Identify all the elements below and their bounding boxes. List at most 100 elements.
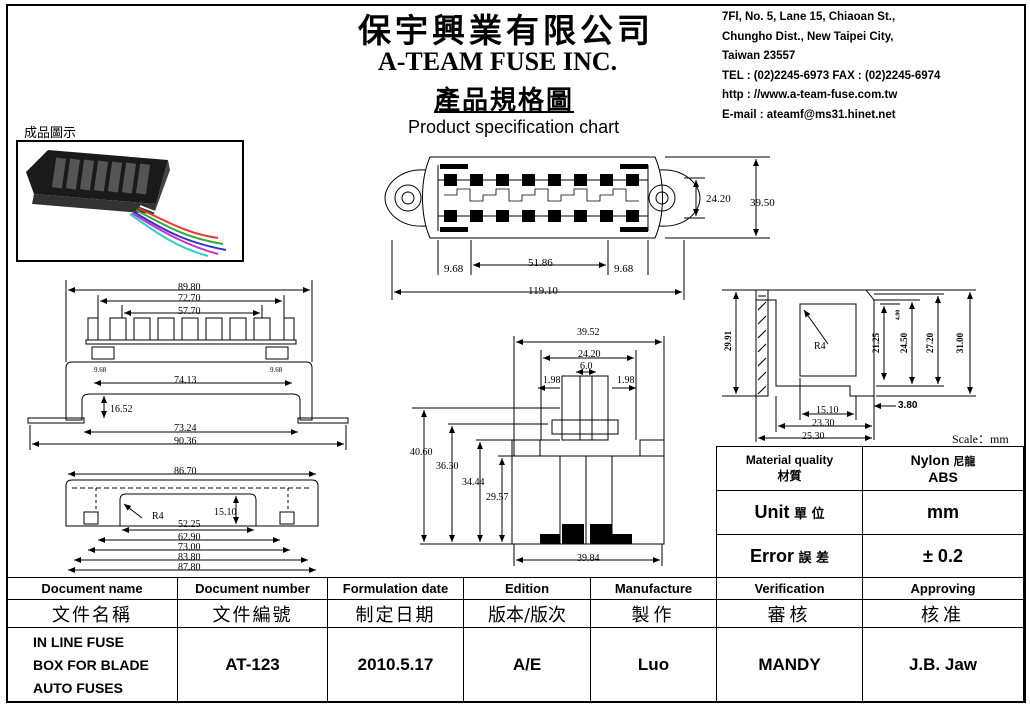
dim-label: 57.70	[178, 306, 201, 317]
dim-label: 62.90	[178, 532, 201, 543]
error-label-cn: 誤 差	[798, 550, 829, 566]
dim-label: 83.80	[178, 552, 201, 563]
dim-label: 29.91	[723, 330, 734, 352]
doc-header-manufacture-cn: 製作	[590, 599, 717, 628]
dim-label: 9.68	[94, 366, 107, 374]
dim-label: 39.52	[577, 327, 600, 338]
dim-label: 51.86	[528, 257, 553, 269]
dim-label: 73.00	[178, 542, 201, 553]
section-view-drawing	[755, 289, 875, 397]
unit-label-cn: 單 位	[793, 507, 825, 522]
dim-label: 74.13	[174, 375, 197, 386]
doc-value-date: 2010.5.17	[327, 627, 464, 703]
material-value-2: ABS	[928, 469, 958, 485]
dim-label: 15.10	[816, 405, 839, 416]
dim-label: 31.00	[955, 332, 966, 354]
unit-value: mm	[862, 490, 1024, 535]
doc-header-edition-cn: 版本/版次	[463, 599, 591, 628]
top-view-drawing	[384, 156, 701, 239]
bottom-view-drawing	[65, 479, 319, 527]
doc-header-approving-cn: 核准	[862, 599, 1024, 628]
address-line: Taiwan 23557	[722, 50, 796, 62]
doc-header-date: Formulation date	[327, 577, 464, 600]
dim-label: 90.36	[174, 436, 197, 447]
doc-header-name-cn: 文件名稱	[6, 599, 178, 628]
dim-label: 9.68	[614, 263, 634, 275]
fuse-box-illustration	[26, 150, 231, 257]
address-line: 7Fl, No. 5, Lane 15, Chiaoan St.,	[722, 11, 896, 23]
dim-label: 24.50	[899, 332, 910, 354]
dim-label: 52.25	[178, 519, 201, 530]
dim-label: 36.30	[436, 461, 459, 472]
dim-label: 29.57	[486, 492, 509, 503]
dim-label: 16.52	[110, 404, 133, 415]
address-line: TEL : (02)2245-6973 FAX : (02)2245-6974	[722, 69, 941, 82]
dim-label: 9.68	[270, 366, 283, 374]
address-line: http : //www.a-team-fuse.com.tw	[722, 89, 898, 101]
title-cn: 產品規格圖	[434, 86, 575, 116]
doc-header-approving: Approving	[862, 577, 1024, 600]
error-label-en: Error	[750, 545, 795, 566]
material-value-1: Nylon	[910, 452, 950, 468]
dim-label: 4.80	[895, 309, 902, 321]
error-label-cell: Error 誤 差	[716, 534, 863, 578]
dim-label: 73.24	[174, 423, 197, 434]
dim-label: 40.60	[410, 447, 433, 458]
unit-label-cell: Unit 單 位	[716, 490, 863, 535]
dim-label: 34.44	[462, 477, 485, 488]
material-label-en: Material quality	[745, 453, 834, 467]
dim-label: 89.80	[178, 282, 201, 293]
side-view-drawing	[511, 375, 665, 545]
doc-header-verification: Verification	[716, 577, 863, 600]
doc-header-manufacture: Manufacture	[590, 577, 717, 600]
dim-label: 119.10	[528, 285, 558, 297]
product-photo-label: 成品圖示	[24, 126, 77, 141]
dim-label: R4	[814, 341, 826, 352]
company-name-en: A-TEAM FUSE INC.	[378, 47, 618, 76]
doc-header-number-cn: 文件編號	[177, 599, 328, 628]
address-line: Chungho Dist., New Taipei City,	[722, 30, 894, 43]
error-value: ± 0.2	[862, 534, 1024, 578]
dim-label: 86.70	[174, 466, 197, 477]
dim-label: 1.98	[617, 375, 635, 386]
dim-label: 87.80	[178, 562, 201, 573]
doc-value-approving: J.B. Jaw	[862, 627, 1024, 703]
dim-label: 9.68	[444, 263, 464, 275]
doc-header-name: Document name	[6, 577, 178, 600]
dim-label: 39.84	[577, 553, 600, 564]
doc-header-edition: Edition	[463, 577, 591, 600]
dim-label: 39.50	[750, 197, 775, 209]
doc-header-verification-cn: 審核	[716, 599, 863, 628]
scale-note: Scale：mm	[952, 432, 1009, 446]
dim-label: 3.80	[898, 400, 918, 411]
dim-label: 25.30	[802, 431, 825, 442]
material-value-cell: Nylon 尼龍 ABS	[862, 446, 1024, 491]
material-value-1-cn: 尼龍	[953, 455, 976, 468]
doc-value-manufacture: Luo	[590, 627, 717, 703]
dim-label: 24.20	[706, 193, 731, 205]
dim-label: 1.98	[543, 375, 561, 386]
company-name-cn: 保宇興業有限公司	[358, 11, 654, 50]
dim-label: 21.25	[871, 332, 882, 354]
product-photo	[16, 140, 244, 262]
dim-label: 6.0	[580, 361, 593, 372]
dim-label: 72.70	[178, 293, 201, 304]
doc-header-date-cn: 制定日期	[327, 599, 464, 628]
address-line: E-mail : ateamf@ms31.hinet.net	[722, 108, 896, 121]
dim-label: R4	[152, 511, 164, 522]
doc-value-verification: MANDY	[716, 627, 863, 703]
front-view-drawing	[27, 317, 349, 424]
doc-value-number: AT-123	[177, 627, 328, 703]
dim-label: 24.20	[578, 349, 601, 360]
material-label-cn: 材質	[777, 469, 802, 483]
doc-header-number: Document number	[177, 577, 328, 600]
doc-value-edition: A/E	[463, 627, 591, 703]
company-address: 7Fl, No. 5, Lane 15, Chiaoan St., Chungh…	[722, 8, 940, 125]
title-en: Product specification chart	[408, 117, 620, 137]
unit-label-en: Unit	[754, 502, 790, 522]
dim-label: 15.10	[214, 507, 237, 518]
material-label-cell: Material quality 材質	[716, 446, 863, 491]
dim-label: 23.30	[812, 418, 835, 429]
dim-label: 27.20	[925, 332, 936, 354]
